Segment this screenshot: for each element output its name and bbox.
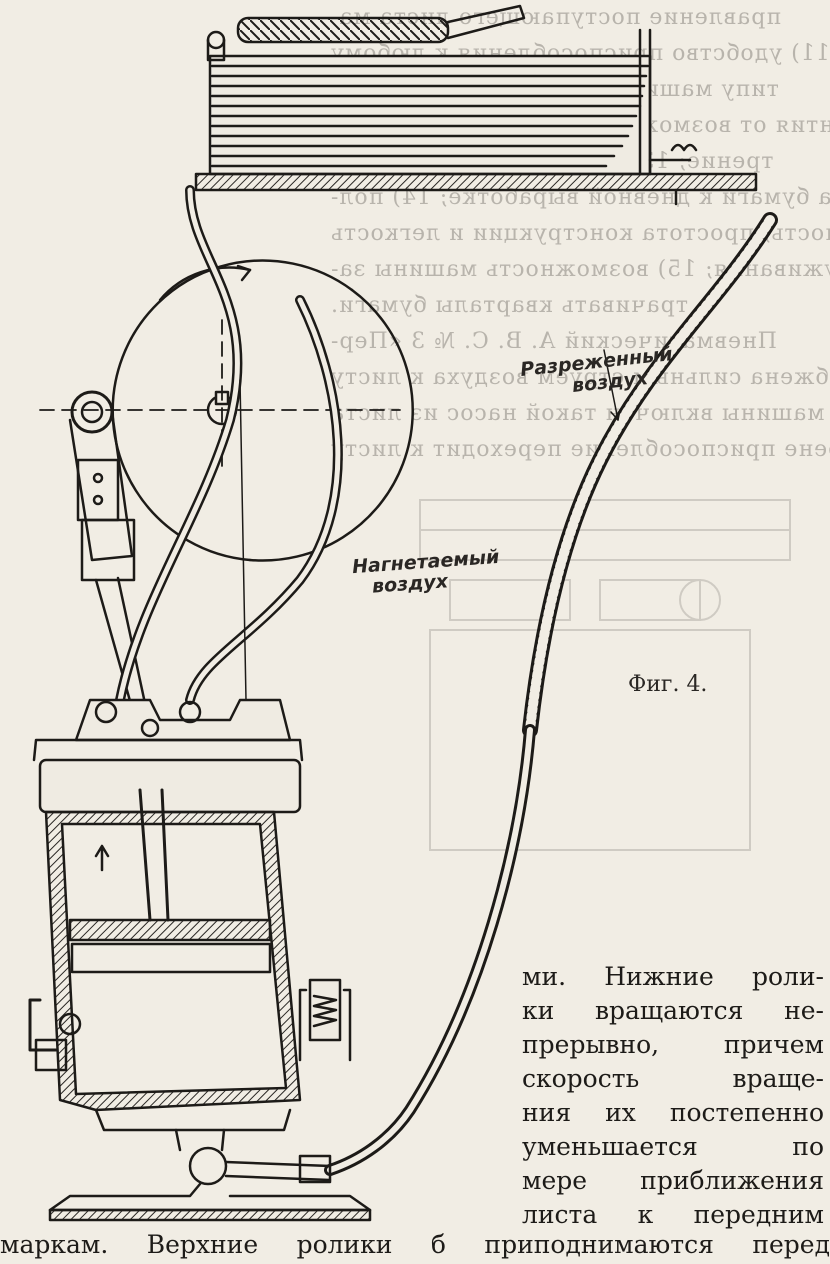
pressure-hose — [115, 185, 343, 705]
body-text-line: ми. Нижние роли- — [522, 962, 824, 991]
body-text-line: мере приближения — [522, 1166, 824, 1195]
body-text-line: ки вращаются не- — [522, 996, 824, 1025]
guide-clamp — [648, 143, 698, 162]
side-guide — [638, 28, 652, 176]
body-text-full-line: маркам. Верхние ролики б приподнимаются … — [0, 1230, 830, 1259]
body-text-line: уменьшается по — [522, 1132, 824, 1161]
body-text-column: ми. Нижние роли- ки вращаются не- прерыв… — [522, 960, 824, 1232]
body-text-line: скорость враще- — [522, 1064, 824, 1093]
suction-handle — [206, 4, 526, 62]
figure-caption: Фиг. 4. — [628, 672, 708, 697]
crank-rod — [68, 390, 148, 710]
flywheel — [39, 259, 414, 562]
feed-table — [194, 172, 758, 192]
body-text-line: листа к передним — [522, 1200, 824, 1229]
body-text-line: прерывно, причем — [522, 1030, 824, 1059]
vacuum-hose — [324, 212, 778, 1176]
paper-stack — [208, 54, 652, 176]
pump-cylinder — [28, 698, 372, 1222]
body-text-line: ния их постепенно — [522, 1098, 824, 1127]
